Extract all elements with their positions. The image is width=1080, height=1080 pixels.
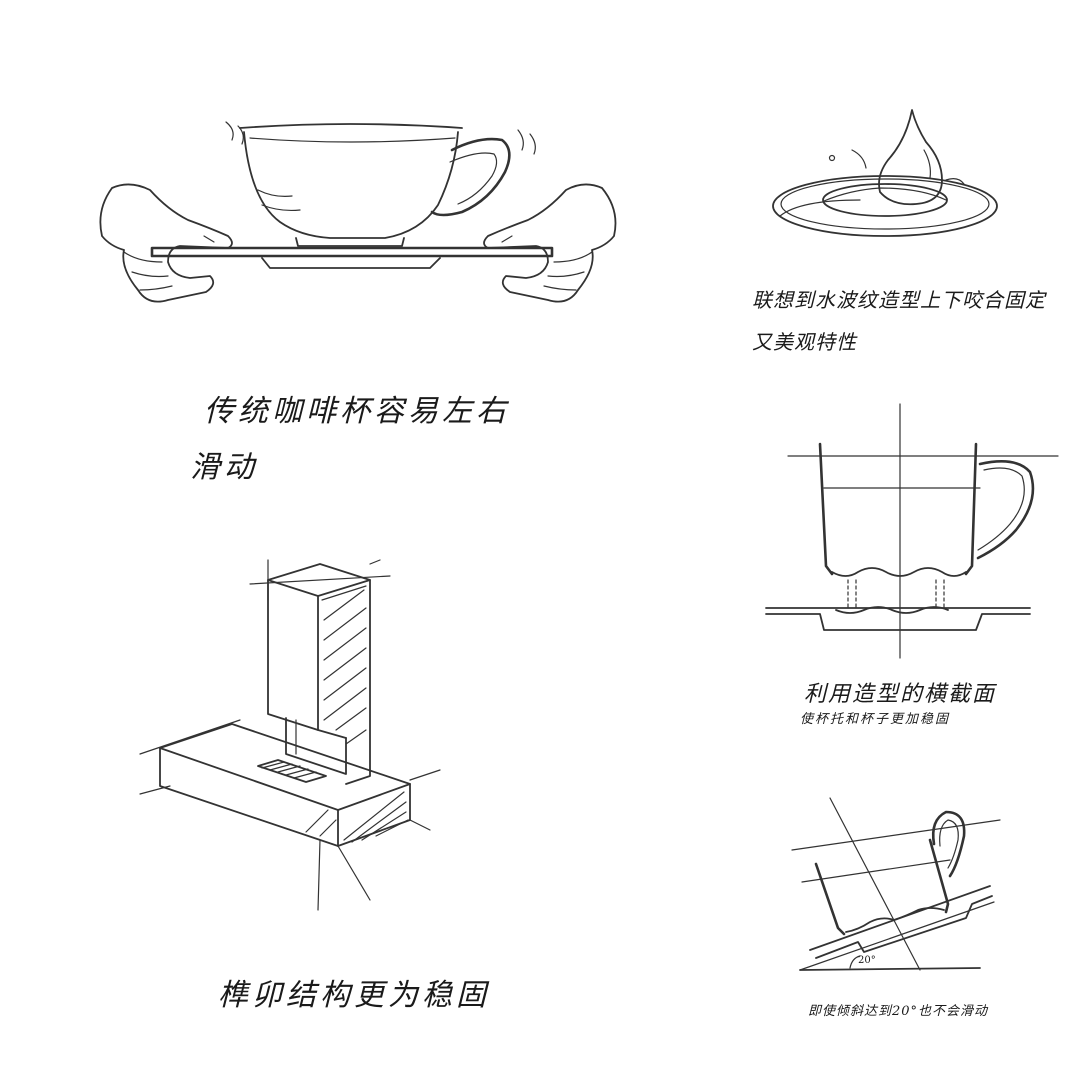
panel3-caption: 榫卯结构更为稳固	[218, 978, 490, 1013]
panel-hands-cup: 传统咖啡杯容易左右 滑动	[0, 0, 720, 540]
panel-mortise-tenon: 榫卯结构更为稳固	[100, 540, 620, 1080]
cup-cross-section-sketch	[765, 403, 1059, 659]
panel2-caption-line1: 联想到水波纹造型上下咬合固定	[752, 288, 1046, 312]
panel2-caption-line2: 又美观特性	[752, 330, 857, 354]
panel-water-drop: 联想到水波纹造型上下咬合固定 又美观特性	[720, 0, 1080, 380]
panel4-caption-line1: 利用造型的横截面	[804, 682, 997, 707]
panel1-caption-line1: 传统咖啡杯容易左右	[204, 394, 510, 429]
panel4-caption-line2: 使杯托和杯子更加稳固	[800, 712, 951, 727]
panel5-caption: 即使倾斜达到20°也不会滑动	[808, 1004, 989, 1019]
hands-holding-cup-sketch	[99, 121, 617, 303]
tilted-cup-sketch	[791, 797, 1001, 971]
panel5-angle-label: 20°	[858, 955, 876, 966]
panel-tilted-cup: 20° 即使倾斜达到20°也不会滑动	[780, 780, 1080, 1080]
panel1-caption-line2: 滑动	[190, 450, 258, 485]
panel-cross-section: 利用造型的横截面 使杯托和杯子更加稳固	[740, 400, 1080, 730]
water-drop-saucer-sketch	[772, 109, 998, 237]
mortise-tenon-joint-sketch	[139, 559, 441, 911]
